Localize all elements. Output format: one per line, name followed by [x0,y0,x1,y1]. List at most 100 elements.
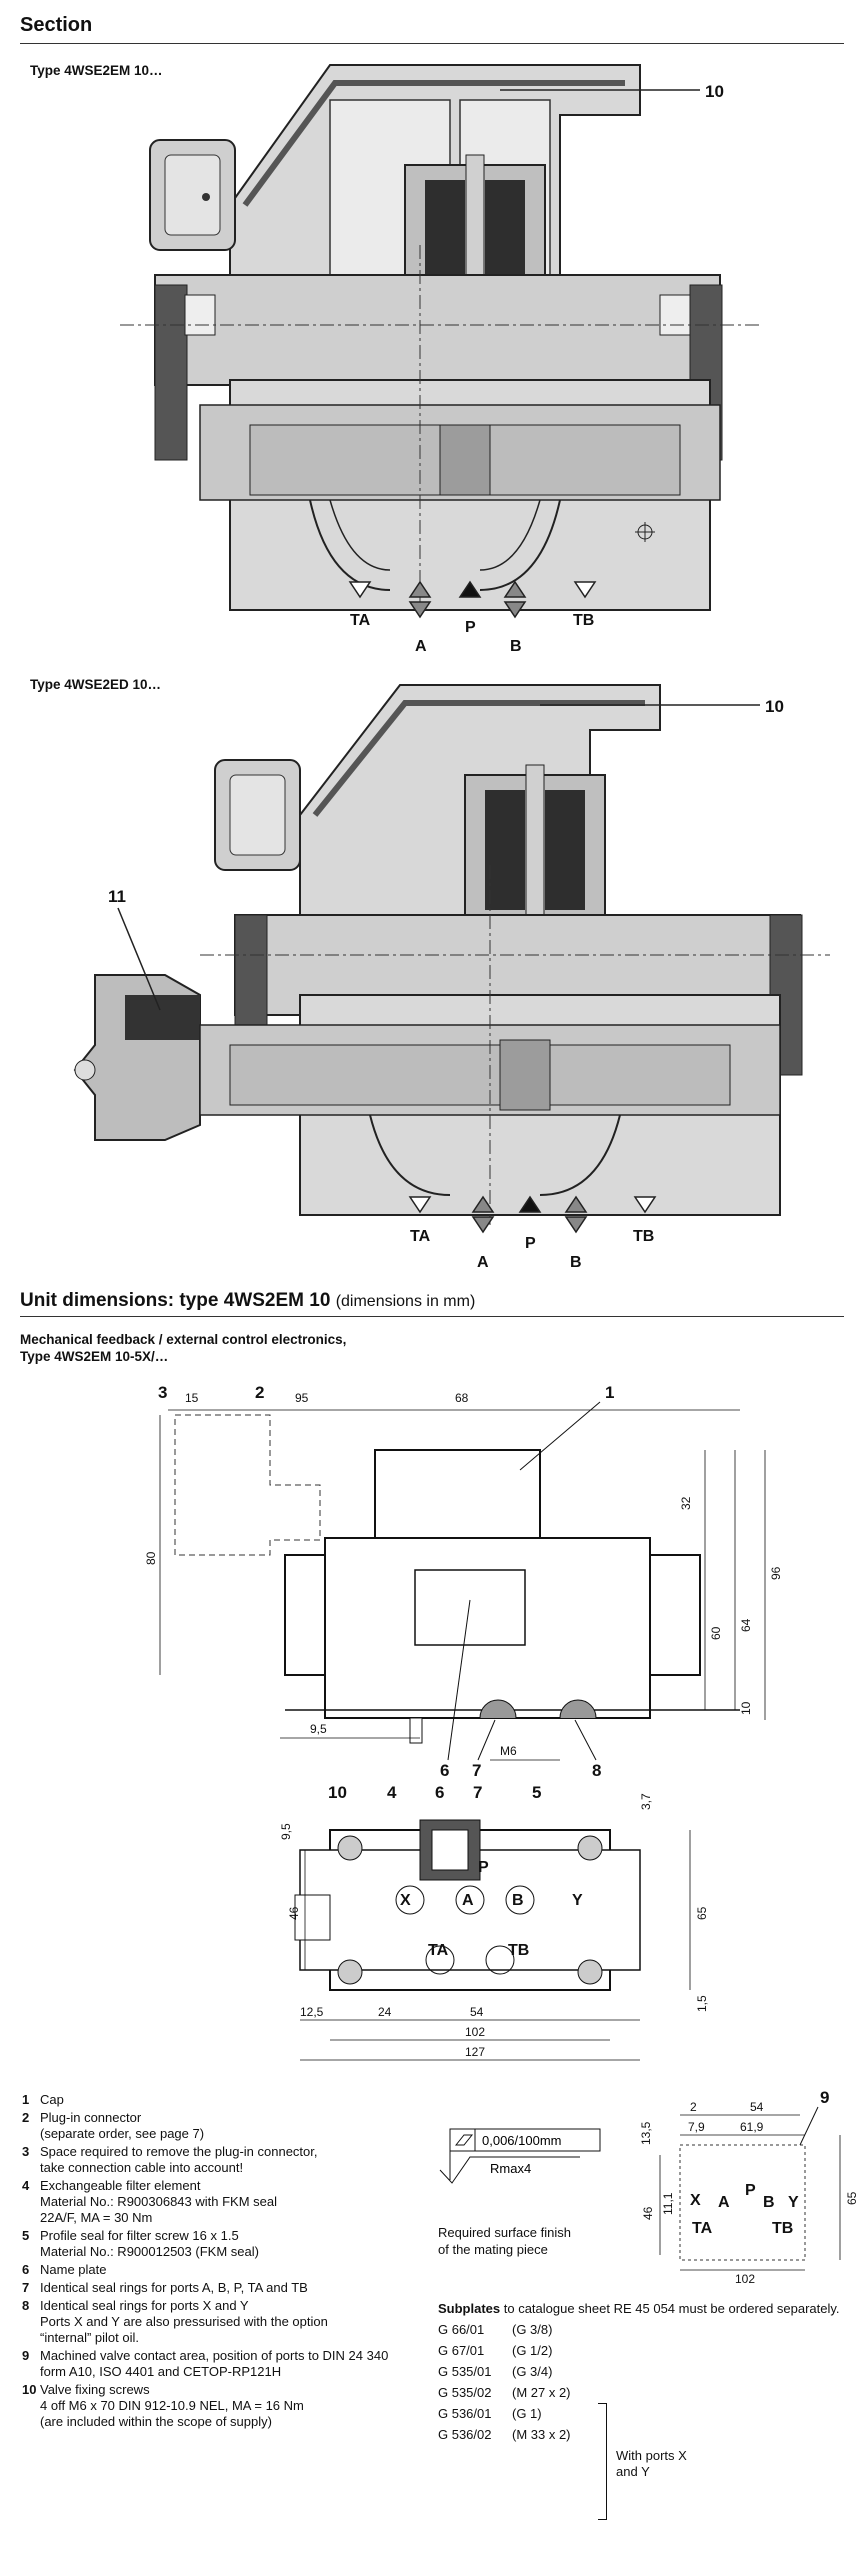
flatness-value: 0,006/100mm [482,2133,562,2148]
dim-60: 60 [709,1626,723,1640]
subplate-item: G 536/01(G 1) [438,2406,542,2421]
figure1-port-tb: TB [573,612,594,629]
dim-9-5: 9,5 [310,1722,327,1736]
plan-port-a: A [462,1892,474,1909]
sub-port-ta: TA [692,2220,713,2237]
plan-dim-54: 54 [470,2005,484,2019]
sub-port-x: X [690,2192,701,2209]
sub-dim-102: 102 [735,2272,755,2285]
plan-callout-7: 7 [473,1783,482,1802]
unit-subtitle-line1: Mechanical feedback / external control e… [20,1332,347,1347]
subplate-item: G 535/01(G 3/4) [438,2364,553,2379]
plan-dim-127: 127 [465,2045,485,2059]
plan-callout-6: 6 [435,1783,444,1802]
section-drawing-4wse2ed: 10 11 TA A P B TB [73,684,830,1271]
unit-rule [20,1316,844,1317]
sub-dim-11-1: 11,1 [661,2192,675,2215]
figure2-callout-11: 11 [108,887,126,906]
subplate-port-pattern: 9 2 54 7,9 61,9 13,5 46 11,1 65 X A P B … [639,2088,859,2285]
figure1-title: Type 4WSE2EM 10… [30,63,163,78]
figure2-port-p: P [525,1235,536,1252]
sub-port-y: Y [788,2194,799,2211]
unit-subtitle: Mechanical feedback / external control e… [20,1331,346,1365]
subplate-callout-9: 9 [820,2088,829,2107]
unit-dimensions-title: Unit dimensions: type 4WS2EM 10 (dimensi… [20,1290,475,1312]
sub-dim-54: 54 [750,2100,764,2114]
plan-callout-5: 5 [532,1783,541,1802]
sub-dim-2: 2 [690,2100,697,2114]
subplates-section: Subplates to catalogue sheet RE 45 054 m… [438,2298,858,2445]
header-rule [20,43,844,44]
dim-m6: M6 [500,1744,517,1758]
front-callout-7: 7 [472,1761,481,1780]
sub-port-tb: TB [772,2220,793,2237]
sub-dim-46: 46 [641,2206,655,2220]
plan-callout-4: 4 [387,1783,397,1802]
front-callout-6: 6 [440,1761,449,1780]
figure2-title: Type 4WSE2ED 10… [30,677,162,692]
plan-dim-12-5: 12,5 [300,2005,324,2019]
dim-80: 80 [144,1551,158,1565]
dim-10: 10 [739,1701,753,1715]
plan-port-b: B [512,1892,524,1909]
section-drawing-4wse2em: 10 TA A P B TB [120,64,760,655]
dim-95: 95 [295,1391,309,1405]
plan-port-x: X [400,1892,411,1909]
plan-dim-9-5: 9,5 [279,1823,293,1840]
dim-64: 64 [739,1618,753,1632]
sub-port-p: P [745,2182,756,2199]
dim-15: 15 [185,1391,199,1405]
plan-dim-65: 65 [695,1906,709,1920]
plan-dim-102: 102 [465,2025,485,2039]
plan-dim-1-5: 1,5 [695,1995,709,2012]
front-view-drawing: 15 95 68 3 2 1 32 96 60 64 10 80 9,5 M6 … [144,1383,783,1780]
subplate-bracket [598,2403,607,2520]
front-callout-1: 1 [605,1383,614,1402]
subplate-bracket-note: With ports X and Y [616,2448,687,2479]
figure2-port-b: B [570,1254,582,1271]
figure1-port-b: B [510,638,522,655]
plan-dim-24: 24 [378,2005,392,2019]
figure1-callout-10: 10 [705,82,724,101]
sub-port-b: B [763,2194,775,2211]
plan-callout-10: 10 [328,1783,347,1802]
plan-dim-46: 46 [287,1906,301,1920]
surface-finish-symbol: 0,006/100mm Rmax4 [439,2128,601,2184]
plan-port-p: P [478,1859,489,1876]
sub-port-a: A [718,2194,730,2211]
sub-dim-65: 65 [845,2191,859,2205]
plan-port-y: Y [572,1892,583,1909]
subplate-item: G 67/01(G 1/2) [438,2343,553,2358]
surface-caption: Required surface finish of the mating pi… [438,2225,571,2257]
figure2-callout-10: 10 [765,697,784,716]
roughness-value: Rmax4 [490,2161,531,2176]
sub-dim-7-9: 7,9 [688,2120,705,2134]
unit-title-suffix: (dimensions in mm) [335,1293,476,1310]
figure1-port-a: A [415,638,427,655]
sub-dim-61-9: 61,9 [740,2120,764,2134]
figure2-port-ta: TA [410,1228,431,1245]
plan-view-drawing: 10 4 6 7 5 P X A B Y TA TB 3,7 9,5 46 65… [279,1783,709,2061]
figure2-port-tb: TB [633,1228,654,1245]
figure1-port-p: P [465,619,476,636]
subplate-item: G 66/01(G 3/8) [438,2322,553,2337]
dim-68: 68 [455,1391,469,1405]
subplate-item: G 536/02(M 33 x 2) [438,2427,571,2442]
plan-port-ta: TA [428,1942,449,1959]
section-title: Section [20,14,93,36]
subplate-item: G 535/02(M 27 x 2) [438,2385,571,2400]
front-callout-2: 2 [255,1383,264,1402]
figure1-port-ta: TA [350,612,371,629]
figure2-port-a: A [477,1254,489,1271]
